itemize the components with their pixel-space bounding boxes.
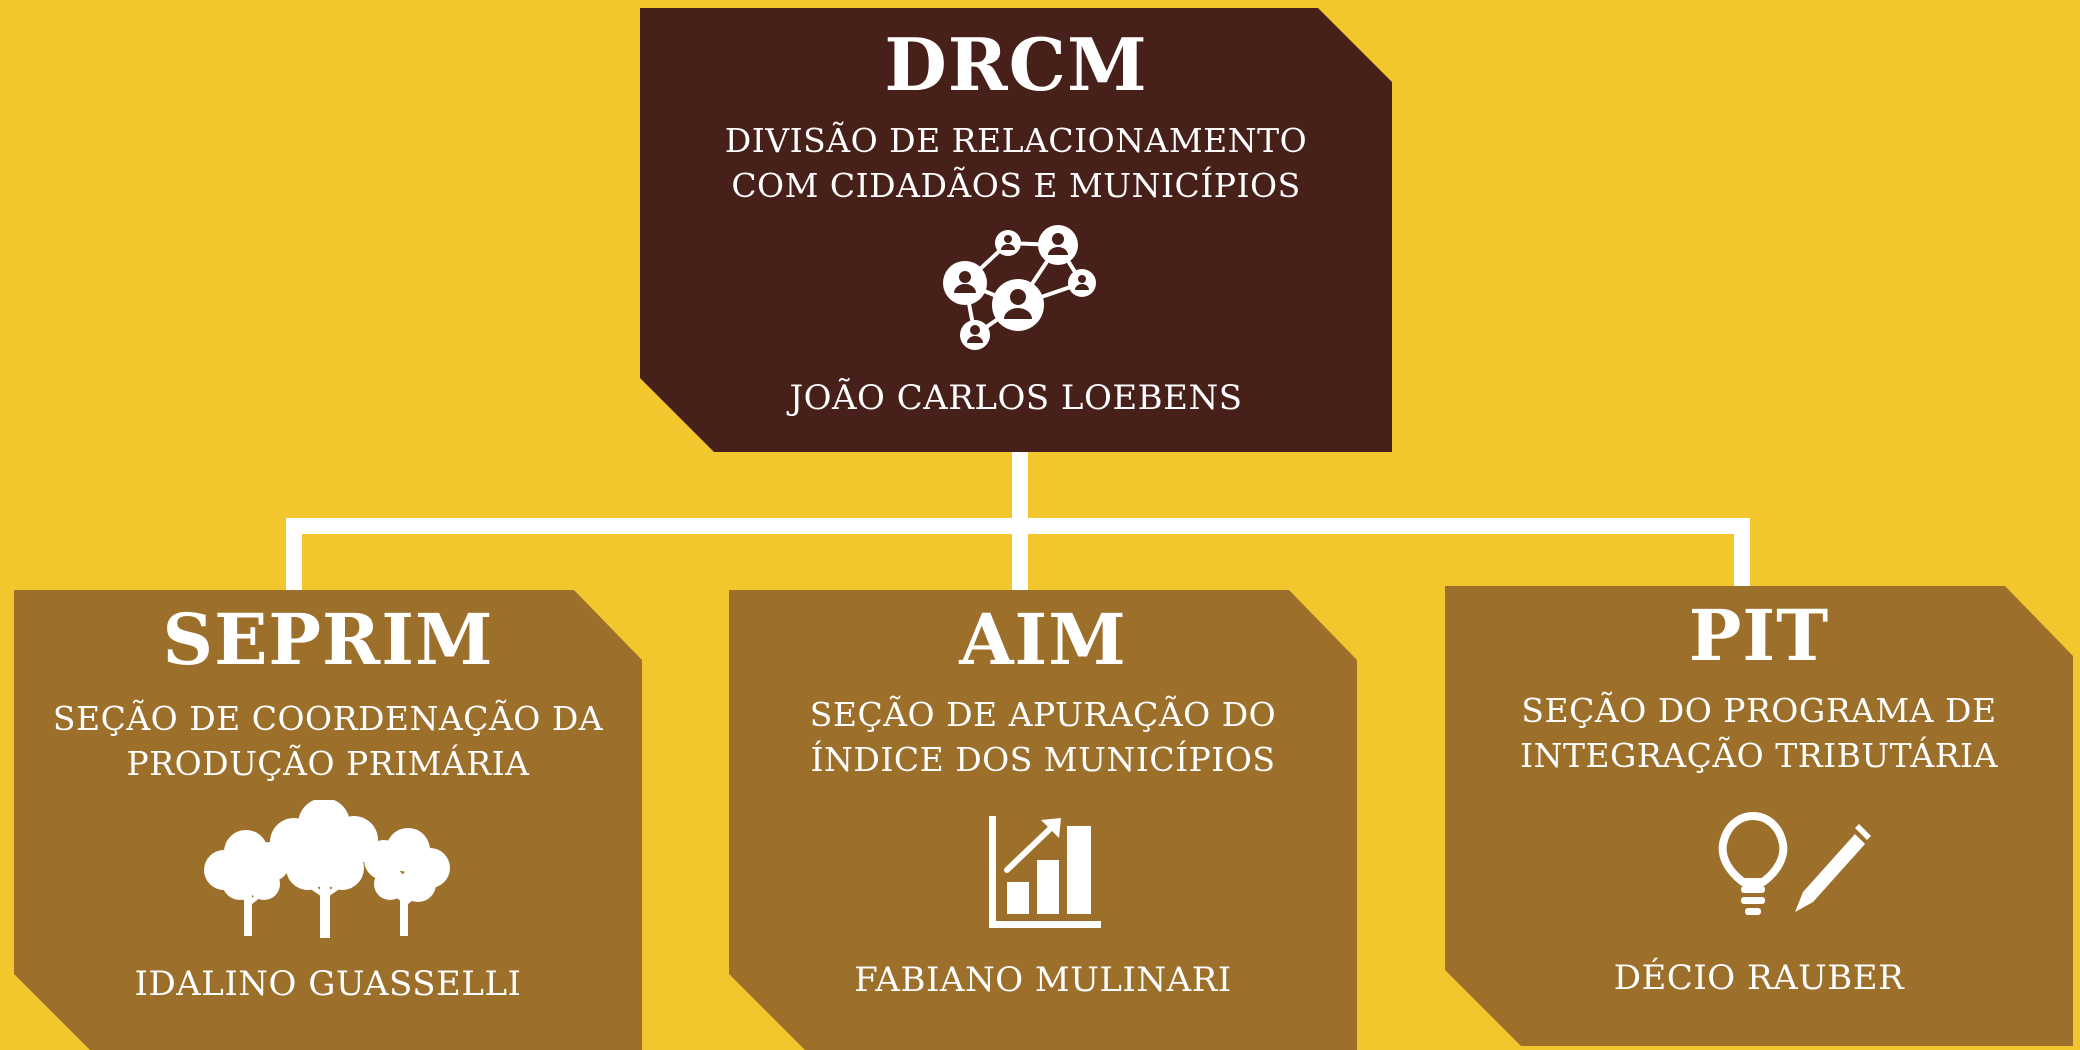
org-full-name: SEÇÃO DO PROGRAMA DE INTEGRAÇÃO TRIBUTÁR…	[1445, 688, 2073, 778]
org-box-aim: AIM SEÇÃO DE APURAÇÃO DO ÍNDICE DOS MUNI…	[729, 590, 1357, 1050]
org-abbreviation: SEPRIM	[162, 598, 494, 681]
connector-right-drop	[1734, 518, 1750, 588]
org-head-name: FABIANO MULINARI	[854, 960, 1232, 1000]
org-abbreviation: DRCM	[884, 22, 1148, 107]
org-head-name: JOÃO CARLOS LOEBENS	[789, 378, 1243, 418]
connector-horizontal-bar	[286, 518, 1748, 534]
org-full-name-line2: PRODUÇÃO PRIMÁRIA	[126, 744, 530, 783]
org-full-name-line1: DIVISÃO DE RELACIONAMENTO	[724, 121, 1308, 160]
lightbulb-pencil-icon	[1713, 812, 1873, 922]
connector-left-drop	[286, 518, 302, 592]
org-box-seprim: SEPRIM SEÇÃO DE COORDENAÇÃO DA PRODUÇÃO …	[14, 590, 642, 1050]
org-full-name: SEÇÃO DE APURAÇÃO DO ÍNDICE DOS MUNICÍPI…	[729, 692, 1357, 782]
trees-icon	[194, 800, 454, 940]
org-full-name-line1: SEÇÃO DO PROGRAMA DE	[1521, 691, 1997, 730]
org-full-name: DIVISÃO DE RELACIONAMENTO COM CIDADÃOS E…	[640, 118, 1392, 208]
org-full-name-line2: INTEGRAÇÃO TRIBUTÁRIA	[1520, 736, 1998, 775]
org-head-name: IDALINO GUASSELLI	[134, 964, 522, 1004]
org-box-pit: PIT SEÇÃO DO PROGRAMA DE INTEGRAÇÃO TRIB…	[1445, 586, 2073, 1046]
org-abbreviation: PIT	[1688, 594, 1830, 677]
org-head-name: DÉCIO RAUBER	[1613, 958, 1905, 998]
org-box-drcm: DRCM DIVISÃO DE RELACIONAMENTO COM CIDAD…	[640, 8, 1392, 452]
org-full-name-line2: COM CIDADÃOS E MUNICÍPIOS	[731, 166, 1301, 205]
org-full-name-line2: ÍNDICE DOS MUNICÍPIOS	[810, 740, 1276, 779]
org-full-name-line1: SEÇÃO DE APURAÇÃO DO	[809, 695, 1277, 734]
org-full-name-line1: SEÇÃO DE COORDENAÇÃO DA	[52, 699, 604, 738]
org-abbreviation: AIM	[959, 598, 1127, 681]
network-people-icon	[940, 223, 1100, 373]
growth-chart-icon	[985, 812, 1105, 932]
org-full-name: SEÇÃO DE COORDENAÇÃO DA PRODUÇÃO PRIMÁRI…	[14, 696, 642, 786]
